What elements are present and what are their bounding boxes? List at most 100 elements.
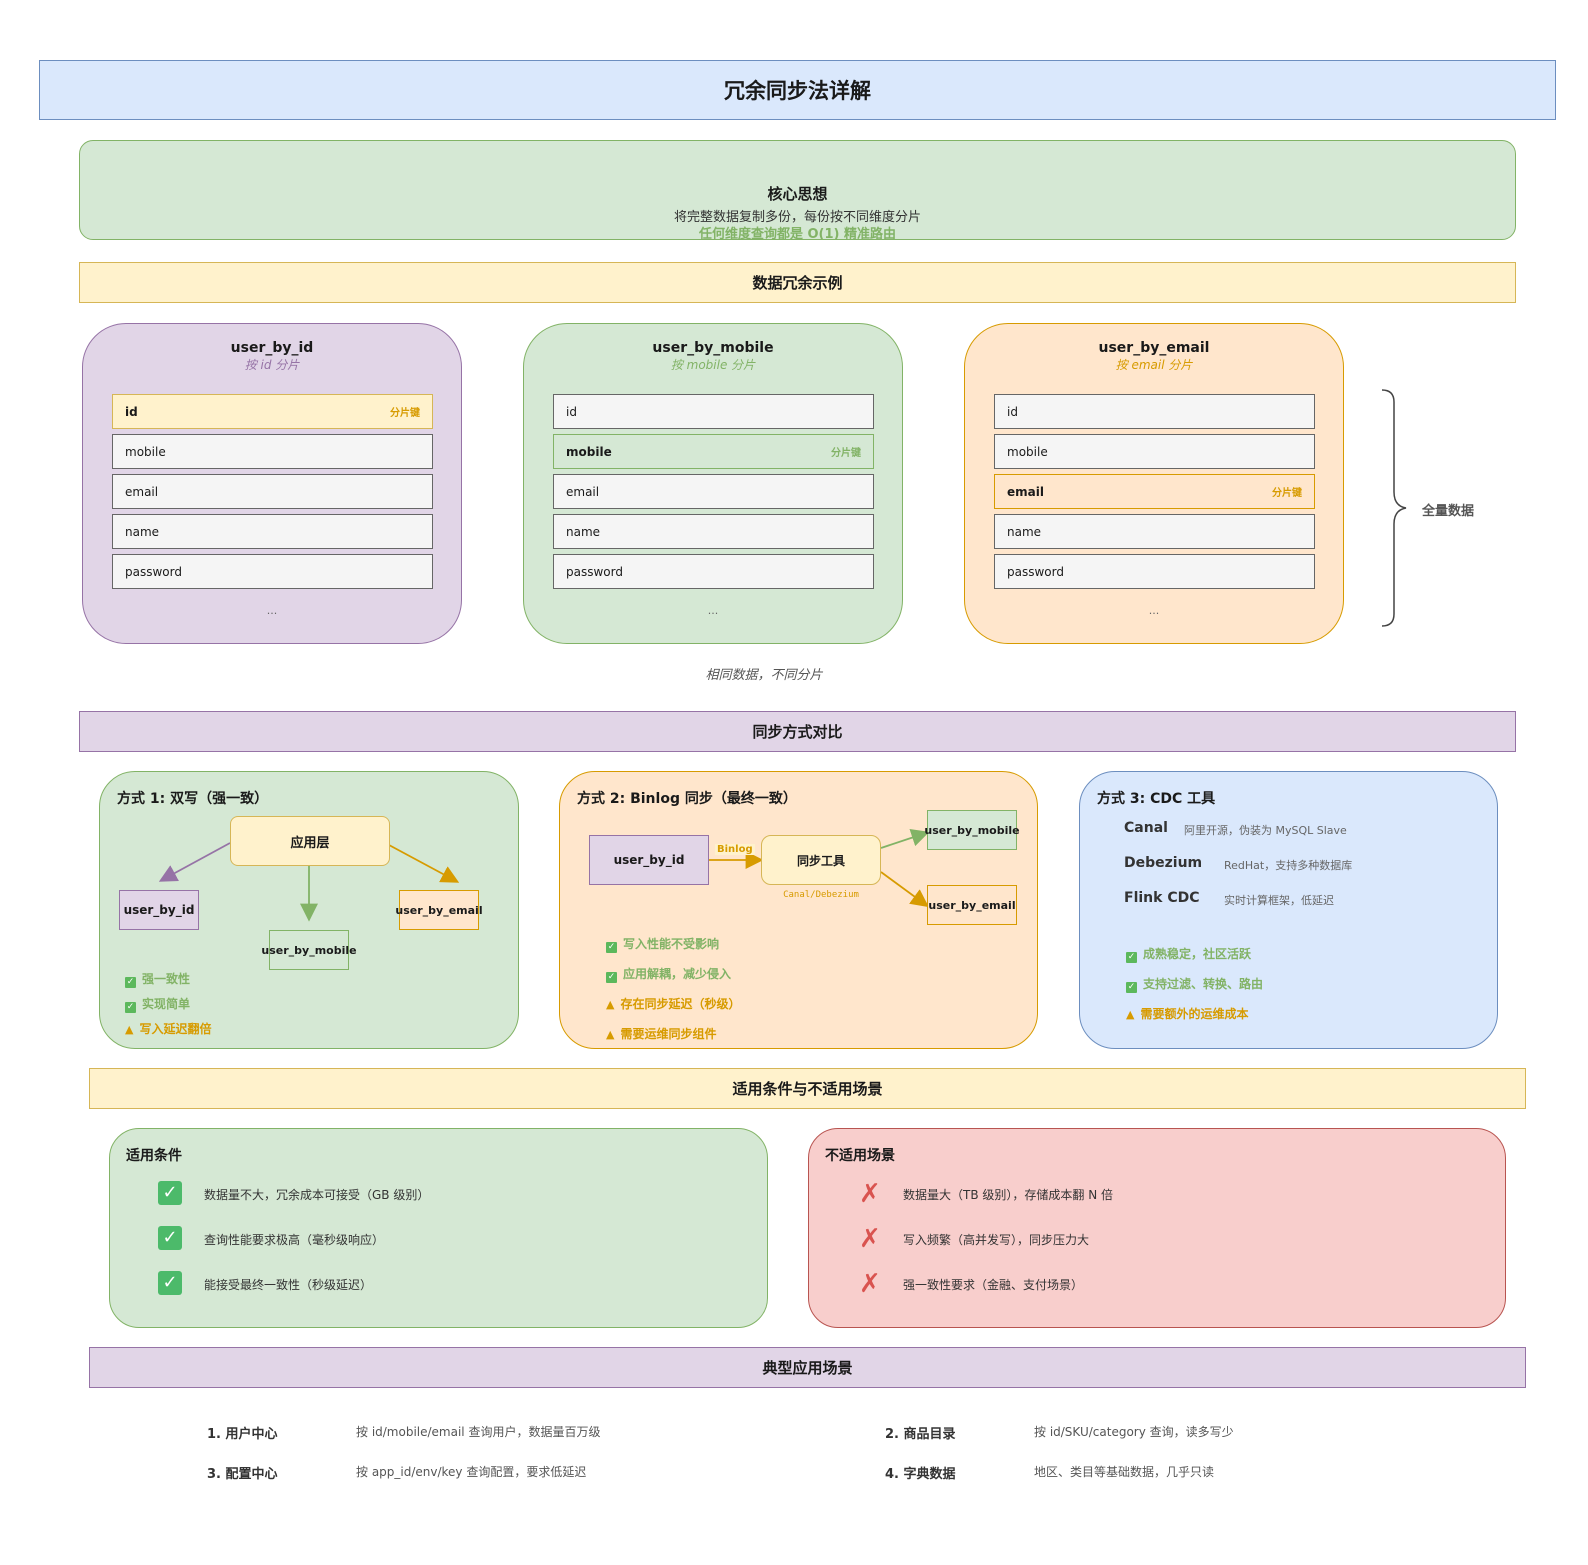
- page-title: 冗余同步法详解: [39, 60, 1556, 120]
- core-idea-subtitle: 将完整数据复制多份，每份按不同维度分片: [673, 210, 921, 225]
- scenario-item: 强一致性要求（金融、支付场景）: [903, 1278, 1084, 1292]
- field-row: password: [994, 554, 1315, 589]
- method-title: 方式 1: 双写（强一致）: [117, 791, 269, 807]
- check-icon: ✓: [1126, 952, 1137, 963]
- cross-icon: ✗: [859, 1224, 881, 1254]
- field-row: email 分片键: [994, 474, 1315, 509]
- section-header-sync: 同步方式对比: [79, 711, 1516, 752]
- scenario-item: 写入频繁（高并发写），同步压力大: [903, 1233, 1090, 1247]
- condition-item: 能接受最终一致性（秒级延迟）: [204, 1278, 373, 1292]
- check-icon: ✓: [158, 1271, 182, 1295]
- scenario-name: 2. 商品目录: [885, 1427, 956, 1442]
- shard-key-badge: 分片键: [1272, 488, 1302, 499]
- cdc-tool-name: Flink CDC: [1124, 890, 1200, 906]
- method-title: 方式 3: CDC 工具: [1097, 791, 1216, 807]
- cdc-tool-desc: 阿里开源，伪装为 MySQL Slave: [1184, 824, 1347, 837]
- field-row: name: [994, 514, 1315, 549]
- scenario-desc: 地区、类目等基础数据，几乎只读: [1034, 1465, 1215, 1479]
- pro-note: ✓支持过滤、转换、路由: [1126, 977, 1264, 993]
- table-shard-subtitle: 按 mobile 分片: [670, 358, 756, 372]
- more-fields-ellipsis: ...: [1148, 604, 1160, 617]
- field-name: email: [125, 484, 159, 499]
- binlog-edge-label: Binlog: [715, 844, 755, 855]
- scenario-item: 数据量大（TB 级别），存储成本翻 N 倍: [903, 1188, 1113, 1202]
- target-node-user-by-email: user_by_email: [395, 890, 483, 930]
- sync-tool-caption: Canal/Debezium: [783, 890, 859, 900]
- target-node-user-by-mobile: user_by_mobile: [261, 930, 357, 970]
- cdc-tool-desc: 实时计算框架，低延迟: [1224, 894, 1334, 907]
- section-header-redundancy: 数据冗余示例: [79, 262, 1516, 303]
- applicable-title: 适用条件: [126, 1148, 182, 1164]
- dual-write-arrows: [158, 842, 460, 922]
- field-name: mobile: [125, 444, 166, 459]
- core-idea-emphasis: 任何维度查询都是 O(1) 精准路由: [698, 227, 897, 242]
- scenario-desc: 按 app_id/env/key 查询配置，要求低延迟: [356, 1465, 587, 1479]
- source-node-user-by-id: user_by_id: [589, 835, 709, 885]
- check-icon: ✓: [158, 1181, 182, 1205]
- field-row: name: [112, 514, 433, 549]
- scenario-name: 4. 字典数据: [885, 1467, 956, 1482]
- field-name: name: [566, 524, 601, 539]
- cdc-tool-name: Debezium: [1124, 855, 1203, 871]
- method-title: 方式 2: Binlog 同步（最终一致）: [577, 791, 797, 807]
- field-row: password: [553, 554, 874, 589]
- field-name: name: [1007, 524, 1042, 539]
- check-icon: ✓: [125, 977, 136, 988]
- con-note: ▲需要运维同步组件: [606, 1027, 717, 1041]
- scenario-desc: 按 id/SKU/category 查询，读多写少: [1034, 1425, 1234, 1439]
- pro-note: ✓强一致性: [125, 972, 191, 988]
- check-icon: ✓: [606, 942, 617, 953]
- con-note: ▲需要额外的运维成本: [1126, 1007, 1249, 1021]
- field-name: name: [125, 524, 160, 539]
- scenario-desc: 按 id/mobile/email 查询用户，数据量百万级: [356, 1425, 601, 1439]
- warning-icon: ▲: [125, 1023, 134, 1036]
- table-shard-subtitle: 按 id 分片: [244, 358, 300, 372]
- same-data-caption: 相同数据，不同分片: [705, 668, 823, 683]
- field-row: mobile: [994, 434, 1315, 469]
- con-note: ▲存在同步延迟（秒级）: [606, 997, 741, 1011]
- field-row: email: [553, 474, 874, 509]
- table-name: user_by_email: [1098, 340, 1210, 356]
- core-idea-box: 核心思想 将完整数据复制多份，每份按不同维度分片 任何维度查询都是 O(1) 精…: [79, 140, 1516, 242]
- field-name: mobile: [566, 444, 612, 459]
- field-row: mobile: [112, 434, 433, 469]
- table-name: user_by_id: [230, 340, 314, 356]
- field-name: id: [1007, 404, 1018, 419]
- field-name: email: [566, 484, 600, 499]
- pro-note: ✓成熟稳定，社区活跃: [1126, 947, 1252, 963]
- not-applicable-title: 不适用场景: [825, 1148, 895, 1164]
- table-card-user-by-email: user_by_email 按 email 分片 id mobile email…: [964, 323, 1344, 644]
- full-data-label: 全量数据: [1422, 504, 1475, 519]
- field-row: name: [553, 514, 874, 549]
- section-header-conditions: 适用条件与不适用场景: [89, 1068, 1526, 1109]
- method-card-binlog: 方式 2: Binlog 同步（最终一致） user_by_id Binlog …: [559, 771, 1038, 1049]
- condition-item: 查询性能要求极高（毫秒级响应）: [204, 1233, 385, 1247]
- full-data-brace: [1381, 389, 1407, 627]
- cdc-tool-name: Canal: [1124, 820, 1168, 836]
- method-card-dual-write: 方式 1: 双写（强一致） 应用层 user_by_id user_by_mob…: [99, 771, 519, 1049]
- shard-key-badge: 分片键: [831, 448, 861, 459]
- applicable-conditions-card: 适用条件 ✓ 数据量不大，冗余成本可接受（GB 级别） ✓ 查询性能要求极高（毫…: [109, 1128, 768, 1328]
- sync-tool-node: 同步工具: [761, 835, 881, 885]
- target-node-user-by-id: user_by_id: [119, 890, 199, 930]
- warning-icon: ▲: [606, 1028, 615, 1041]
- scenario-name: 1. 用户中心: [207, 1427, 278, 1442]
- pro-note: ✓实现简单: [125, 997, 191, 1013]
- field-name: email: [1007, 484, 1044, 499]
- warning-icon: ▲: [606, 998, 615, 1011]
- field-row: password: [112, 554, 433, 589]
- binlog-arrows: [709, 829, 930, 908]
- field-name: password: [566, 564, 623, 579]
- core-idea-title: 核心思想: [767, 185, 828, 203]
- field-row: id: [553, 394, 874, 429]
- target-node-user-by-email: user_by_email: [927, 885, 1017, 925]
- field-name: mobile: [1007, 444, 1048, 459]
- more-fields-ellipsis: ...: [707, 604, 719, 617]
- pro-note: ✓写入性能不受影响: [606, 937, 720, 953]
- field-name: id: [125, 404, 138, 419]
- warning-icon: ▲: [1126, 1008, 1135, 1021]
- more-fields-ellipsis: ...: [266, 604, 278, 617]
- cross-icon: ✗: [859, 1269, 881, 1299]
